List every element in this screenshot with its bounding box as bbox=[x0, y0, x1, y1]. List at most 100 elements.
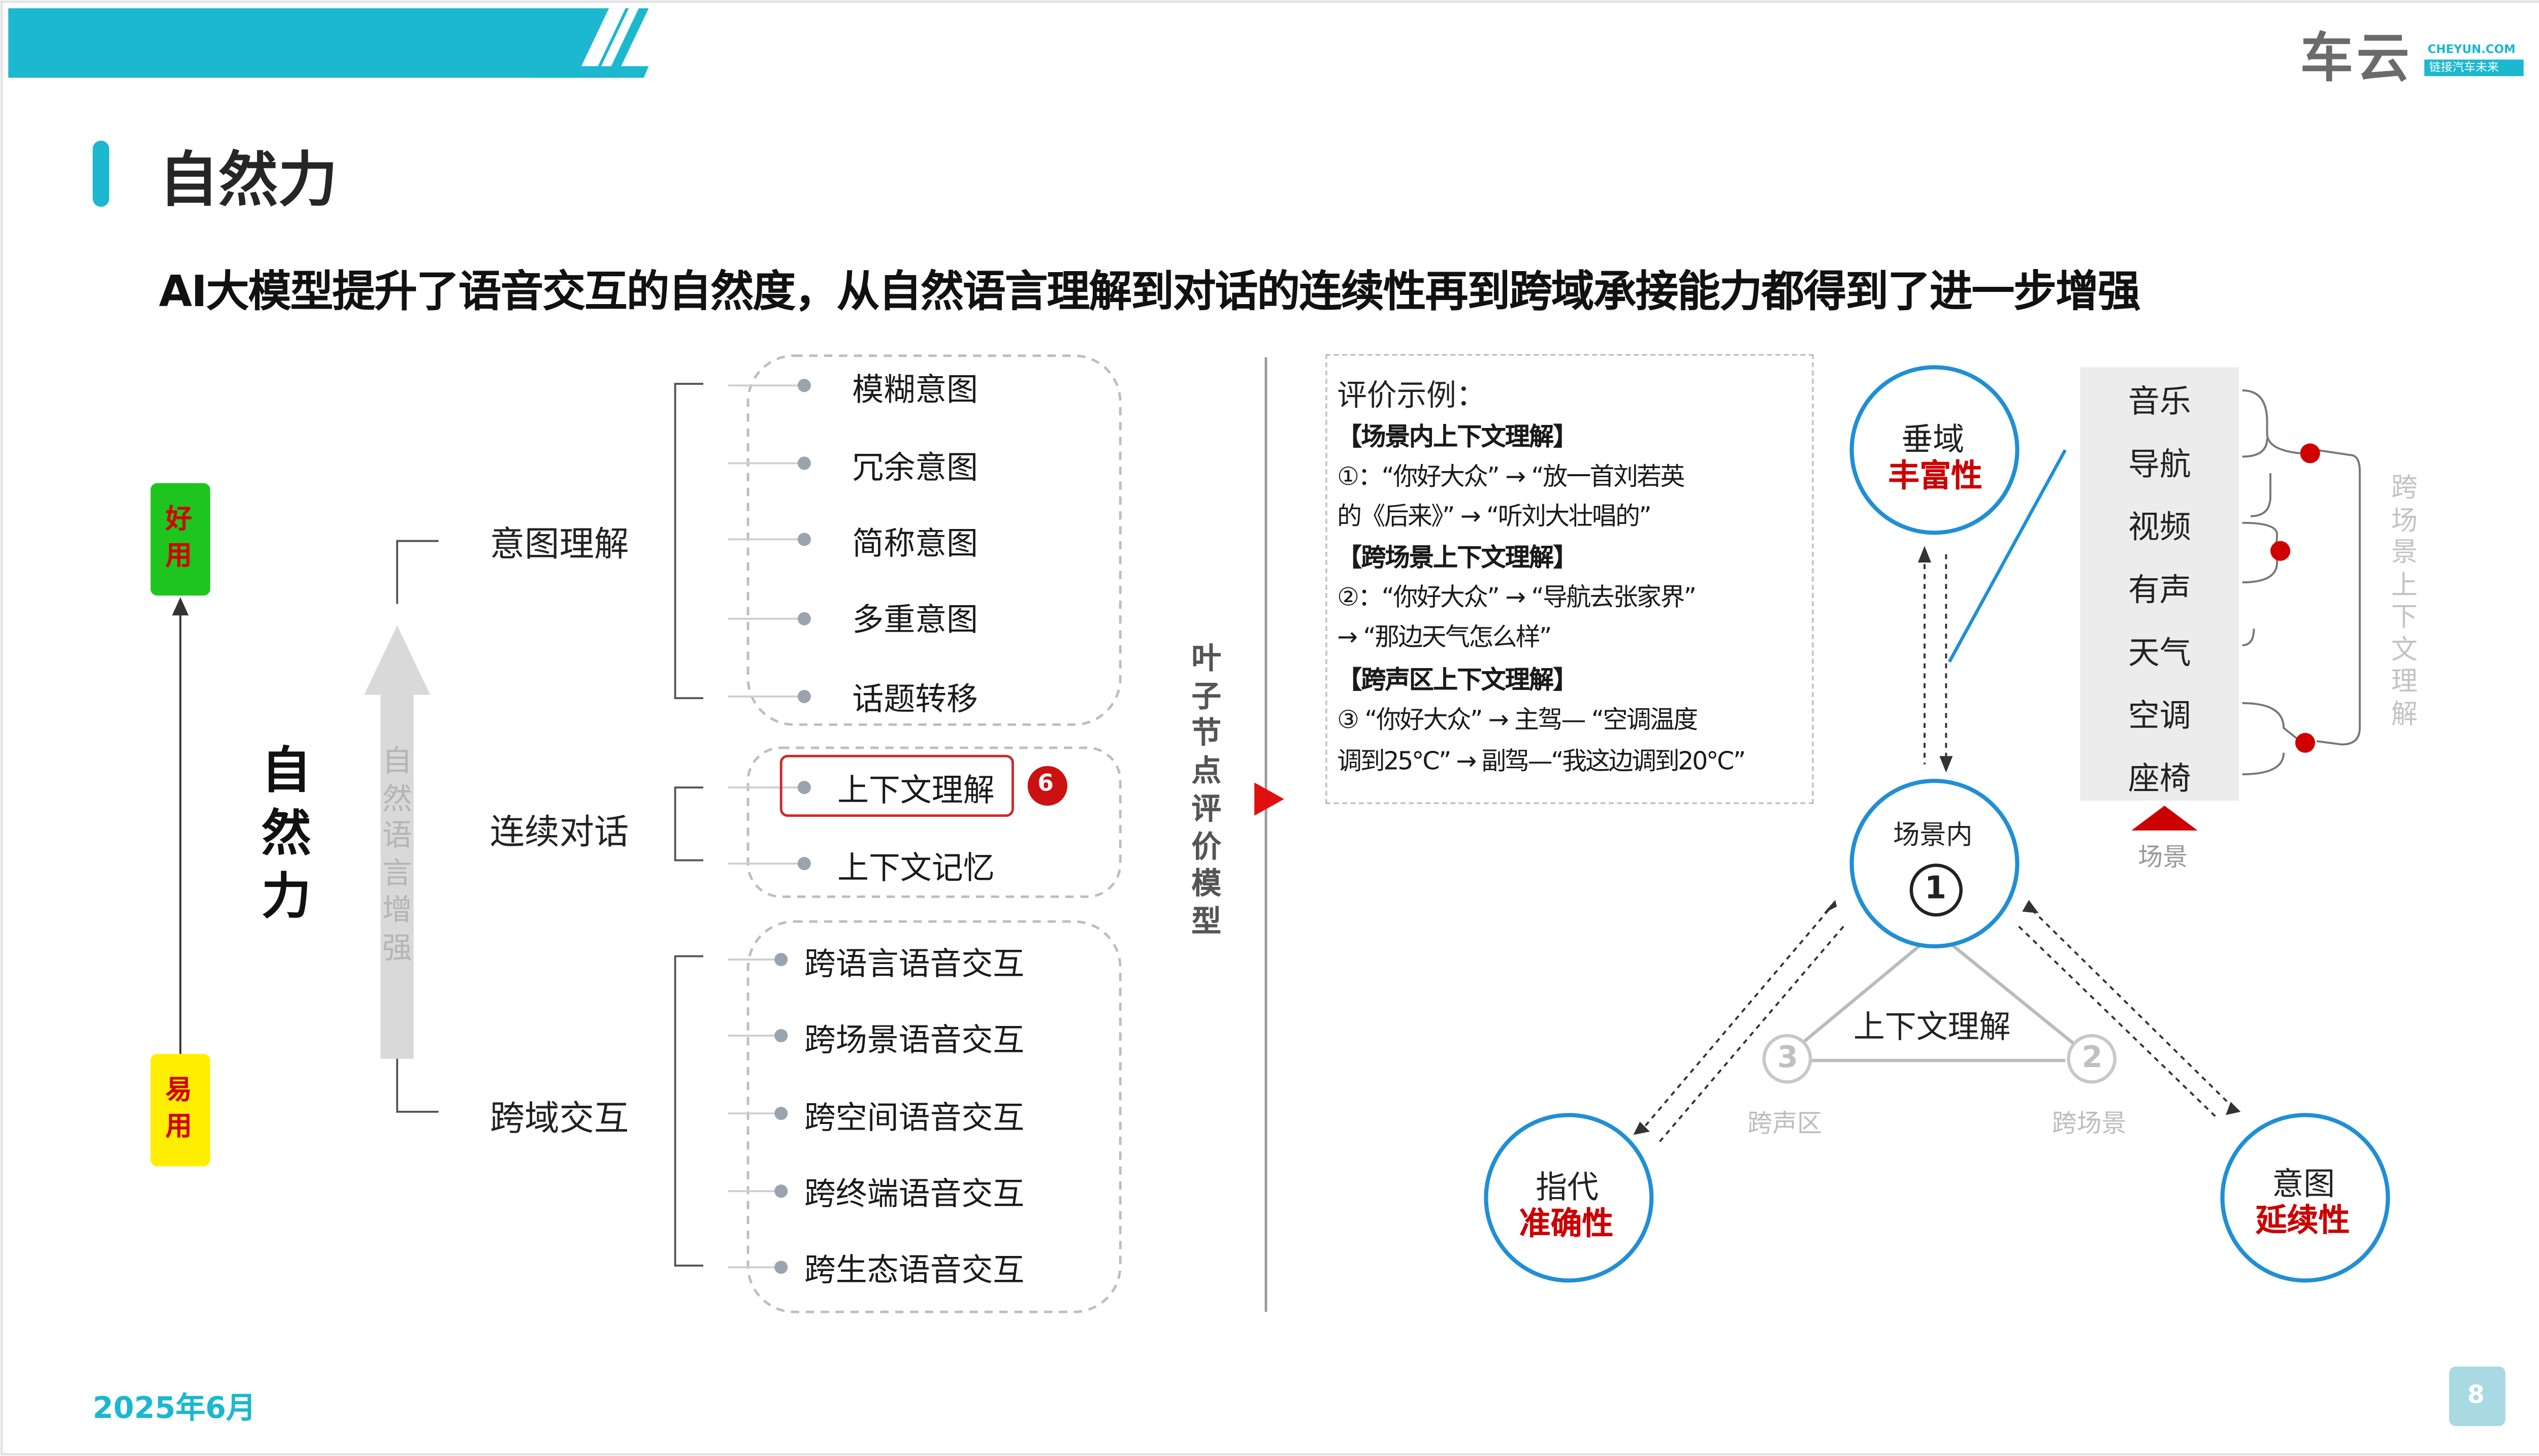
leaf-bullet bbox=[774, 953, 788, 967]
highlight-box bbox=[779, 754, 1014, 817]
scene-panel bbox=[2080, 367, 2239, 801]
dashed-arrows bbox=[1642, 554, 2230, 1142]
node-2-label: 跨场景 bbox=[2052, 1108, 2127, 1139]
leaf-item: 跨空间语音交互 bbox=[804, 1100, 1025, 1137]
natural-force-label: 自然力 bbox=[261, 743, 311, 926]
leaf-bullet bbox=[797, 379, 811, 392]
scene-connector bbox=[1948, 449, 2067, 663]
node-3-number: 3 bbox=[1777, 1040, 1798, 1076]
example-line: ②：“你好大众” → “导航去张家界” bbox=[1337, 582, 1697, 612]
footer-date: 2025年6月 bbox=[92, 1391, 256, 1427]
leaf-bullet bbox=[774, 1029, 788, 1043]
bullet-layer bbox=[728, 379, 811, 1274]
circle-intent bbox=[2220, 1113, 2390, 1283]
intent-line1: 意图 bbox=[2272, 1166, 2335, 1203]
example-line: ①：“你好大众” → “放一首刘若英 bbox=[1337, 461, 1685, 491]
leaf-item: 跨语言语音交互 bbox=[804, 946, 1025, 983]
triangle-inner-label: 上下文理解 bbox=[1853, 1009, 2011, 1046]
leaf-bullet bbox=[797, 781, 811, 795]
page-number: 8 bbox=[2467, 1379, 2485, 1410]
leaf-item-highlight: 上下文理解 bbox=[837, 772, 995, 809]
triangle-edge-right bbox=[1938, 933, 2090, 1057]
node-2-circle bbox=[2067, 1034, 2117, 1084]
leaf-bullet bbox=[797, 456, 811, 470]
logo-sub-top: CHEYUN.COM bbox=[2427, 43, 2516, 56]
easy-badge bbox=[150, 1053, 210, 1167]
scene-side-label: 跨场景上下文理解 bbox=[2391, 471, 2418, 729]
example-line: 的《后来》” → “听刘大壮唱的” bbox=[1337, 501, 1652, 532]
scene-item: 导航 bbox=[2128, 446, 2191, 483]
scene-braces bbox=[2242, 389, 2361, 776]
branch-label-dialog: 连续对话 bbox=[490, 812, 629, 852]
leaf-item: 多重意图 bbox=[852, 602, 979, 639]
example-block-title: 【场景内上下文理解】 bbox=[1337, 421, 1578, 452]
scene-dots bbox=[2270, 443, 2320, 753]
leaf-item: 跨场景语音交互 bbox=[804, 1022, 1025, 1059]
leaf-item: 跨终端语音交互 bbox=[804, 1176, 1025, 1213]
highlight-badge bbox=[1027, 766, 1067, 806]
logo-text: 车云 bbox=[2300, 26, 2413, 89]
leaf-bullet bbox=[797, 533, 811, 546]
enhance-label: 自然语言增强 bbox=[382, 744, 412, 966]
leaf-bullet bbox=[774, 1184, 788, 1198]
title-accent bbox=[92, 140, 110, 207]
divider-arrow bbox=[1254, 782, 1284, 816]
highlight-badge-number: 6 bbox=[1037, 771, 1054, 798]
circle-reference bbox=[1484, 1113, 1654, 1283]
vertical-domain-line2: 丰富性 bbox=[1888, 458, 1983, 495]
node-3-circle bbox=[1762, 1034, 1812, 1084]
page-number-badge bbox=[2449, 1366, 2505, 1427]
node-2-number: 2 bbox=[2081, 1040, 2103, 1076]
example-block-title: 【跨声区上下文理解】 bbox=[1337, 665, 1578, 695]
scene-triangle-marker bbox=[2131, 806, 2198, 831]
in-scene-label: 场景内 bbox=[1893, 819, 1973, 851]
leaf-item: 模糊意图 bbox=[852, 372, 979, 409]
scene-item: 视频 bbox=[2128, 509, 2191, 546]
reference-line1: 指代 bbox=[1536, 1169, 1599, 1206]
cross-group bbox=[746, 920, 1122, 1313]
scene-item: 音乐 bbox=[2128, 384, 2191, 420]
leaf-bullet bbox=[774, 1261, 788, 1274]
example-line: → “那边天气怎么样” bbox=[1337, 622, 1552, 652]
good-label: 好用 bbox=[165, 503, 192, 571]
leaf-item: 冗余意图 bbox=[852, 450, 979, 487]
leaf-item: 话题转移 bbox=[852, 681, 979, 718]
scene-item: 空调 bbox=[2128, 698, 2191, 735]
easy-label: 易用 bbox=[165, 1073, 192, 1142]
branch-label-intent: 意图理解 bbox=[490, 524, 629, 565]
node-3-label: 跨声区 bbox=[1747, 1108, 1822, 1139]
example-line: 调到25°C” → 副驾—“我这边调到20°C” bbox=[1337, 746, 1746, 776]
scene-item: 天气 bbox=[2128, 635, 2191, 672]
scene-item: 座椅 bbox=[2128, 761, 2191, 798]
leaf-item: 上下文记忆 bbox=[837, 850, 995, 887]
header-slash-base bbox=[534, 66, 649, 78]
example-heading: 评价示例： bbox=[1337, 379, 1486, 414]
leaf-item: 简称意图 bbox=[852, 526, 979, 562]
cross-bracket bbox=[674, 955, 703, 1267]
good-badge bbox=[150, 483, 210, 596]
main-bracket-bottom bbox=[396, 1058, 439, 1113]
header-slash-1 bbox=[576, 8, 626, 78]
scene-bottom-label: 场景 bbox=[2138, 842, 2188, 872]
circle-vertical-domain bbox=[1849, 365, 2020, 535]
triangle-edge-left bbox=[1786, 933, 1934, 1057]
dialog-group bbox=[746, 746, 1122, 898]
header-bar bbox=[8, 8, 629, 78]
page-title: 自然力 bbox=[158, 147, 338, 215]
intent-bracket bbox=[674, 383, 703, 700]
reference-line2: 准确性 bbox=[1519, 1206, 1614, 1243]
leaf-model-label: 叶子节点评价模型 bbox=[1191, 642, 1221, 940]
dialog-bracket bbox=[674, 786, 703, 862]
scale-arrowhead bbox=[172, 597, 189, 616]
header-slash-2 bbox=[605, 8, 649, 78]
circle-in-scene bbox=[1849, 779, 2020, 949]
leaf-bullet bbox=[797, 689, 811, 703]
leaf-bullet bbox=[774, 1107, 788, 1120]
logo-sub-badge bbox=[2424, 59, 2524, 76]
leaf-bullet bbox=[797, 857, 811, 871]
node-1-circle bbox=[1909, 864, 1963, 917]
